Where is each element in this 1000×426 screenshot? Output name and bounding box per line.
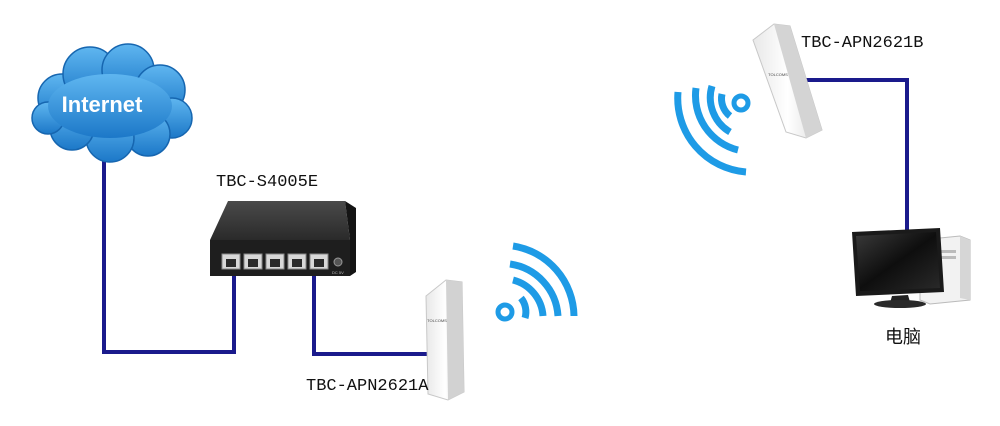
internet-label: Internet — [62, 92, 143, 117]
ap-b-label: TBC-APN2621B — [801, 34, 923, 53]
power-jack — [333, 257, 343, 267]
switch-ports — [221, 253, 329, 270]
ap-a-label: TBC-APN2621A — [306, 377, 429, 396]
switch-label: TBC-S4005E — [216, 173, 318, 192]
wifi-signal-icon-b — [674, 84, 751, 176]
switch-device: DC 5V — [210, 201, 356, 276]
ap-b-device: TOLCOMS — [752, 23, 823, 139]
cable-internet-to-switch — [102, 158, 236, 354]
ap-a-device: TOLCOMS — [425, 279, 465, 401]
ap-a-brand: TOLCOMS — [427, 318, 447, 323]
ap-b-brand: TOLCOMS — [768, 72, 788, 77]
pc-computer-icon — [852, 228, 971, 308]
power-jack-label: DC 5V — [332, 270, 344, 275]
cable-switch-to-ap-a — [312, 272, 430, 356]
cable-ap-b-to-pc — [805, 78, 909, 232]
internet-cloud: Internet — [31, 43, 193, 163]
wifi-signal-icon-a — [495, 242, 578, 322]
pc-label: 电脑 — [885, 327, 921, 348]
